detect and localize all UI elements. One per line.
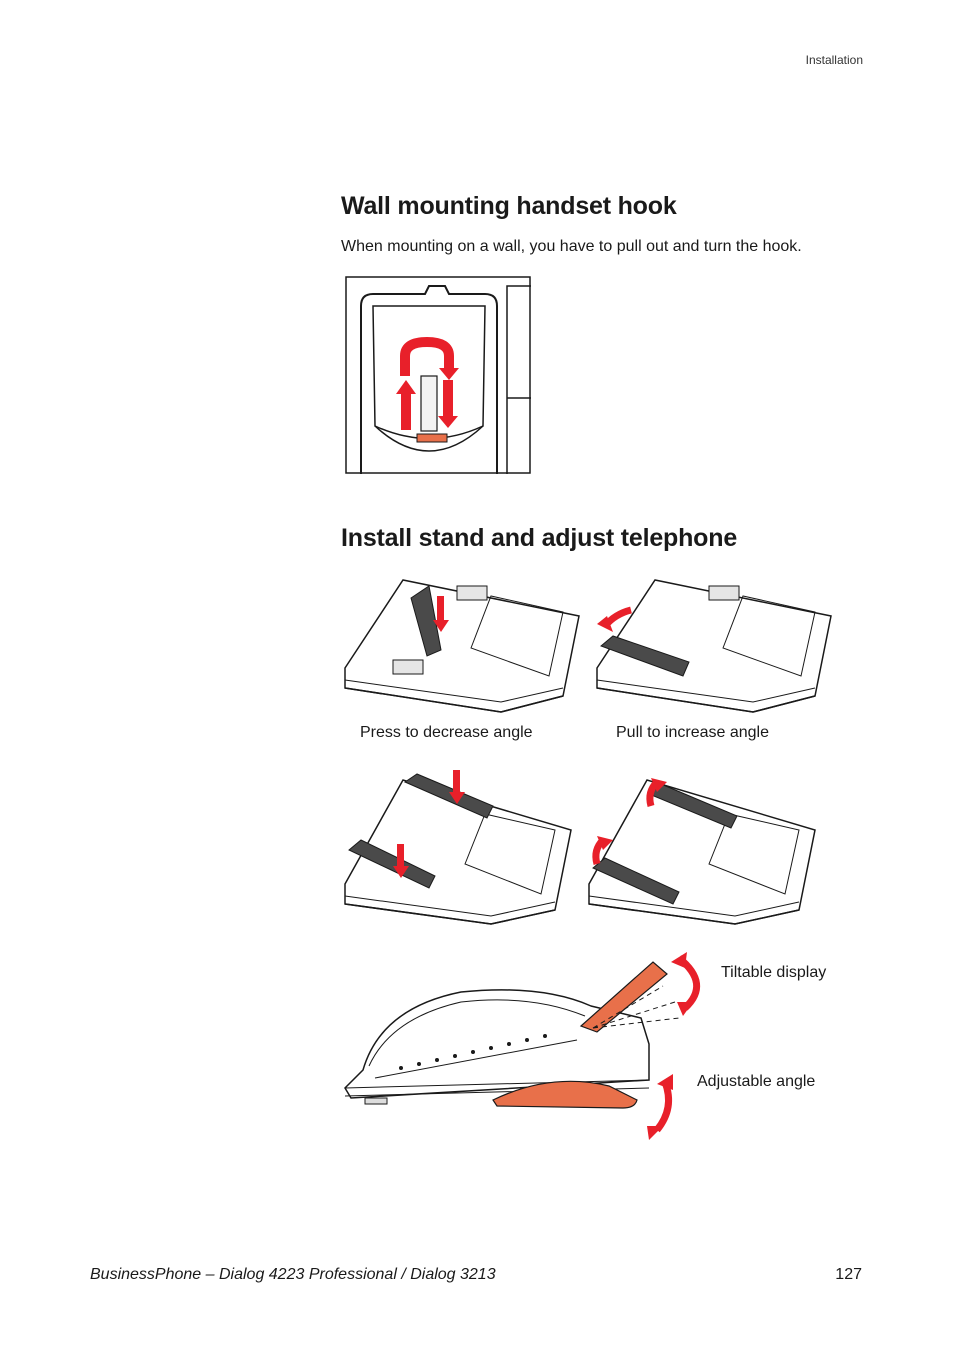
handset-hook-illustration (345, 276, 531, 474)
phone-base-pull-both-illustration (588, 778, 816, 925)
caption-adjustable-angle: Adjustable angle (697, 1073, 816, 1090)
phone-base-pull-illustration (596, 579, 832, 713)
phone-base-press-both-illustration (344, 770, 572, 925)
phone-base-press-illustration (344, 579, 580, 713)
section-title-wall-mounting: Wall mounting handset hook (341, 192, 677, 220)
caption-pull-increase: Pull to increase angle (616, 724, 769, 741)
section-body-text: When mounting on a wall, you have to pul… (341, 238, 802, 255)
page-number: 127 (835, 1266, 862, 1283)
section-title-install-stand: Install stand and adjust telephone (341, 524, 738, 552)
running-header: Installation (805, 53, 863, 67)
footer-document-title: BusinessPhone – Dialog 4223 Professional… (90, 1266, 496, 1283)
caption-press-decrease: Press to decrease angle (360, 724, 533, 741)
phone-side-view-illustration (344, 952, 701, 1140)
caption-tiltable-display: Tiltable display (721, 964, 827, 981)
